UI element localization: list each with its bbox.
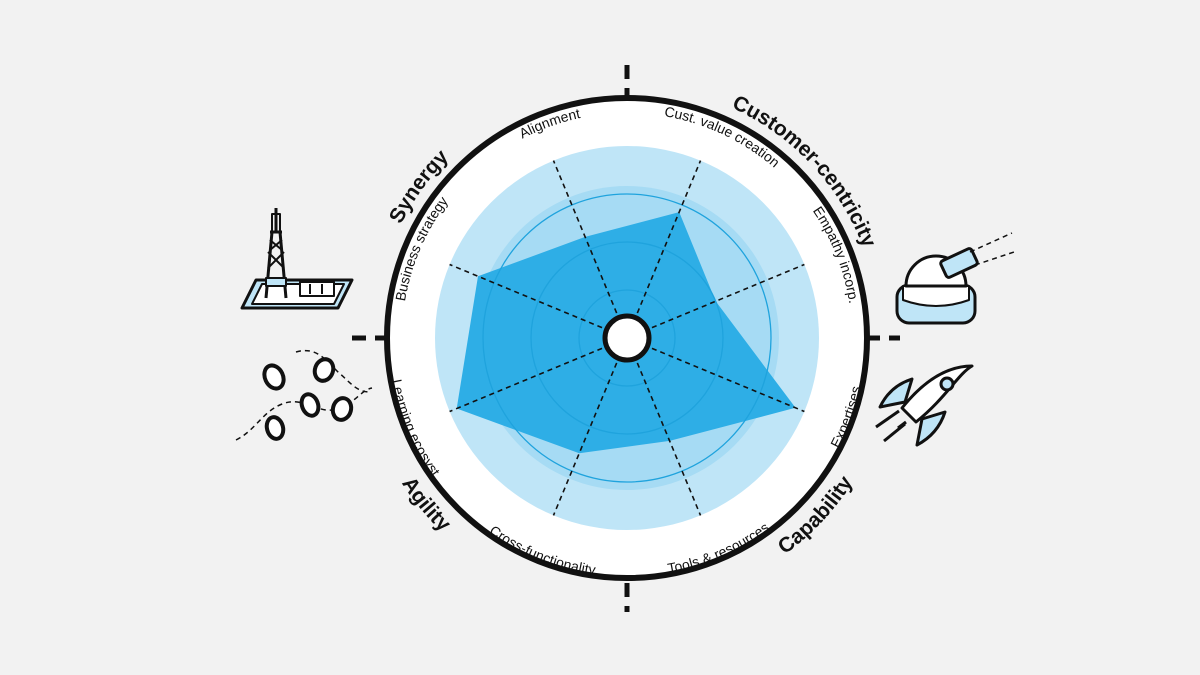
grid-ring-2 [530, 241, 724, 435]
observatory-icon [895, 232, 1015, 325]
grid-ring-3 [482, 193, 772, 483]
grid-ring-1 [578, 289, 676, 387]
tower-icon [240, 208, 354, 310]
grid-rings [482, 193, 772, 483]
center-hub [602, 313, 652, 363]
stepping-stones-icon [235, 349, 373, 441]
rocket-icon [875, 364, 974, 447]
